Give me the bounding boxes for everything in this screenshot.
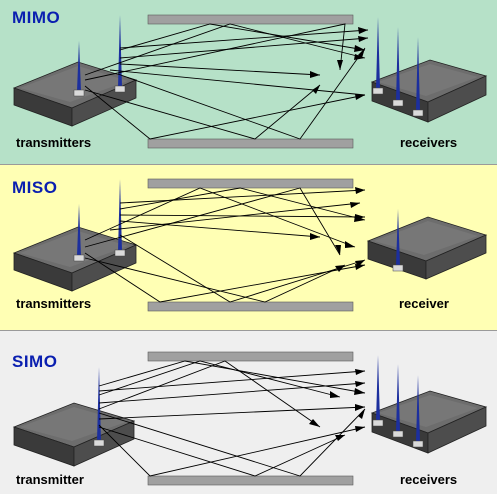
mimo-bottom-reflector [147,138,354,149]
signal-path [119,234,366,303]
signal-path [117,47,366,140]
signal-path [84,257,346,303]
simo-receiver-antenna-2 [392,364,404,438]
mimo-top-reflector [147,14,354,25]
simo-transmitter-label: transmitter [16,472,84,487]
signal-path [98,360,341,398]
miso-transmitter-router [12,226,138,292]
miso-diagram [0,165,497,330]
miso-arrowheads [310,187,365,272]
simo-receiver-antenna-1 [372,355,384,427]
mimo-arrowheads [310,27,368,100]
divider [0,330,497,331]
miso-receiver-antenna [392,209,404,272]
simo-arrowheads [309,369,365,441]
mimo-panel: MIMO transmitters receivers [0,0,497,164]
signal-path [119,63,321,76]
simo-top-reflector [147,351,354,362]
miso-bottom-reflector [147,301,354,312]
signal-path [84,23,346,81]
signal-path [98,382,366,404]
signal-path [84,84,321,140]
mimo-transmitter-antenna-1 [73,41,85,97]
signal-path [98,370,366,392]
miso-panel: MISO transmitters receiver [0,165,497,330]
simo-panel: SIMO transmitter receivers [0,331,497,494]
signal-path [84,23,366,76]
miso-signal-paths [84,187,366,303]
mimo-transmitters-label: transmitters [16,135,92,150]
simo-signal-paths [98,360,366,477]
signal-path [109,202,361,231]
signal-path [84,252,366,303]
mimo-receiver-antenna-1 [372,17,384,95]
mimo-receiver-antenna-2 [392,27,404,107]
mimo-title: MIMO [12,8,61,27]
signal-path [119,187,366,221]
signal-path [109,69,366,96]
simo-diagram [0,331,497,494]
simo-title: SIMO [12,352,58,371]
signal-path [84,187,341,256]
mimo-signal-paths [84,23,369,140]
mimo-transmitter-antenna-2 [114,15,126,93]
signal-path [119,23,366,51]
simo-transmitter-antenna [93,367,105,447]
simo-receiver-antenna-3 [412,375,424,448]
signal-path [98,406,366,420]
signal-path [98,360,366,394]
signal-path [119,37,369,59]
simo-bottom-reflector [147,475,354,486]
miso-transmitters-label: transmitters [16,296,92,311]
miso-top-reflector [147,178,354,189]
divider [0,164,497,165]
miso-title: MISO [12,178,58,197]
signal-path [98,424,366,477]
signal-path [98,408,366,477]
signal-path [84,187,356,248]
signal-path [84,85,366,140]
simo-receivers-label: receivers [400,472,458,487]
signal-path [98,426,346,477]
signal-path [119,189,366,204]
signal-path [98,360,321,428]
mimo-receivers-label: receivers [400,135,458,150]
signal-path [119,29,369,49]
mimo-receiver-antenna-3 [412,37,424,117]
miso-receiver-label: receiver [399,296,449,311]
signal-path [119,220,321,238]
mimo-diagram [0,0,497,164]
miso-transmitter-antenna-1 [73,204,85,262]
